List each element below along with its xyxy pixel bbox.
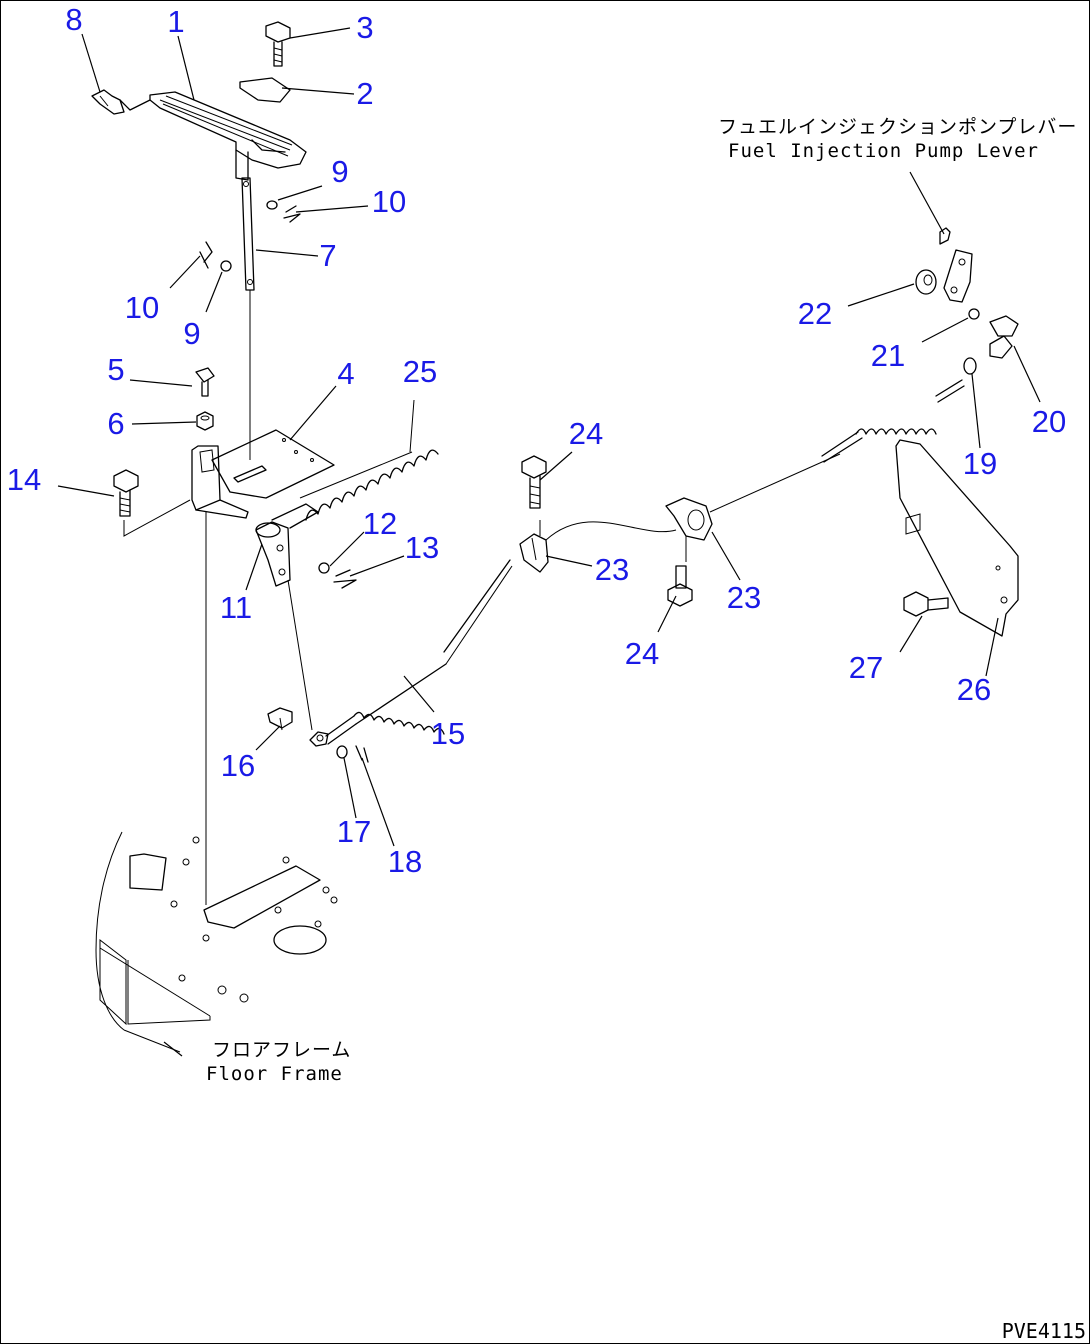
cable-clamp-left [519,520,549,573]
pedal-rod [241,177,255,460]
callout-10-lower: 10 [125,290,159,325]
nut-19 [963,357,977,375]
callout-17: 17 [337,814,371,849]
callout-26: 26 [957,672,991,707]
bolt-3 [265,21,291,67]
callout-19: 19 [963,446,997,481]
bolt-14 [113,469,191,537]
fuel-lever-label-jp: フュエルインジェクションポンプレバー [718,116,1077,138]
mounting-bracket [895,439,1019,637]
bolt-24-upper [521,455,547,509]
floor-frame-label-jp: フロアフレーム [212,1039,351,1061]
control-cable-lower [309,559,513,747]
callout-5: 5 [107,352,124,387]
cable-run [709,453,841,513]
callout-11: 11 [220,590,252,625]
callout-numbers: 1 2 3 4 5 6 7 8 9 9 10 10 11 12 13 14 15… [7,2,1066,879]
washer-17 [336,745,348,759]
callout-15: 15 [431,716,465,751]
nut-22 [915,269,937,295]
callout-10-upper: 10 [372,184,406,219]
bolt-27 [903,591,949,617]
callout-8: 8 [65,2,82,37]
callout-4: 4 [337,356,354,391]
cotter-pin-13 [333,569,357,589]
callout-23-left: 23 [595,552,629,587]
callout-7: 7 [319,238,336,273]
nut-6 [196,411,214,431]
leader-lines [57,27,1041,1057]
washer-9-upper [266,200,278,210]
cotter-pin-10-lower [199,241,213,269]
floor-frame-label-en: Floor Frame [206,1063,343,1085]
fuel-lever-label-en: Fuel Injection Pump Lever [728,140,1039,162]
callout-12: 12 [363,506,397,541]
callout-24-lower: 24 [625,636,659,671]
callout-24-upper: 24 [569,416,603,451]
callout-9-upper: 9 [331,154,348,189]
floor-frame [95,831,338,1053]
bracket-upright [191,445,249,905]
callout-20: 20 [1032,404,1066,439]
control-cable-upper [821,379,965,463]
bracket-plate [211,429,335,499]
callout-1: 1 [167,4,184,39]
washer-12 [318,562,330,574]
callout-16: 16 [221,748,255,783]
cable-joint-20 [989,315,1019,359]
callout-25: 25 [403,354,437,389]
cable-clamp-right [665,497,713,562]
callout-6: 6 [107,406,124,441]
cable-loop [545,521,677,541]
return-spring [299,399,439,521]
washer-9-lower [220,260,232,272]
drawing-code: PVE4115 [1002,1319,1086,1343]
callout-13: 13 [405,530,439,565]
callout-23-right: 23 [727,580,761,615]
callout-27: 27 [849,650,883,685]
cable-end-16 [267,707,293,731]
callout-21: 21 [871,338,905,373]
cotter-pin-18 [355,745,369,763]
bell-crank-lever [255,503,319,731]
callout-18: 18 [388,844,422,879]
bolt-5 [195,367,215,397]
callout-22: 22 [798,296,832,331]
callout-3: 3 [356,10,373,45]
callout-14: 14 [7,462,41,497]
fuel-pump-lever [909,171,973,303]
annotations: フュエルインジェクションポンプレバー Fuel Injection Pump L… [206,116,1086,1343]
washer-21 [968,308,980,320]
plate [239,77,291,103]
callout-9-lower: 9 [183,316,200,351]
accelerator-pedal [119,91,307,181]
callout-2: 2 [356,76,373,111]
stopper-bolt [91,89,125,115]
cotter-pin-10-upper [283,205,301,223]
bolt-24-lower [667,565,693,607]
